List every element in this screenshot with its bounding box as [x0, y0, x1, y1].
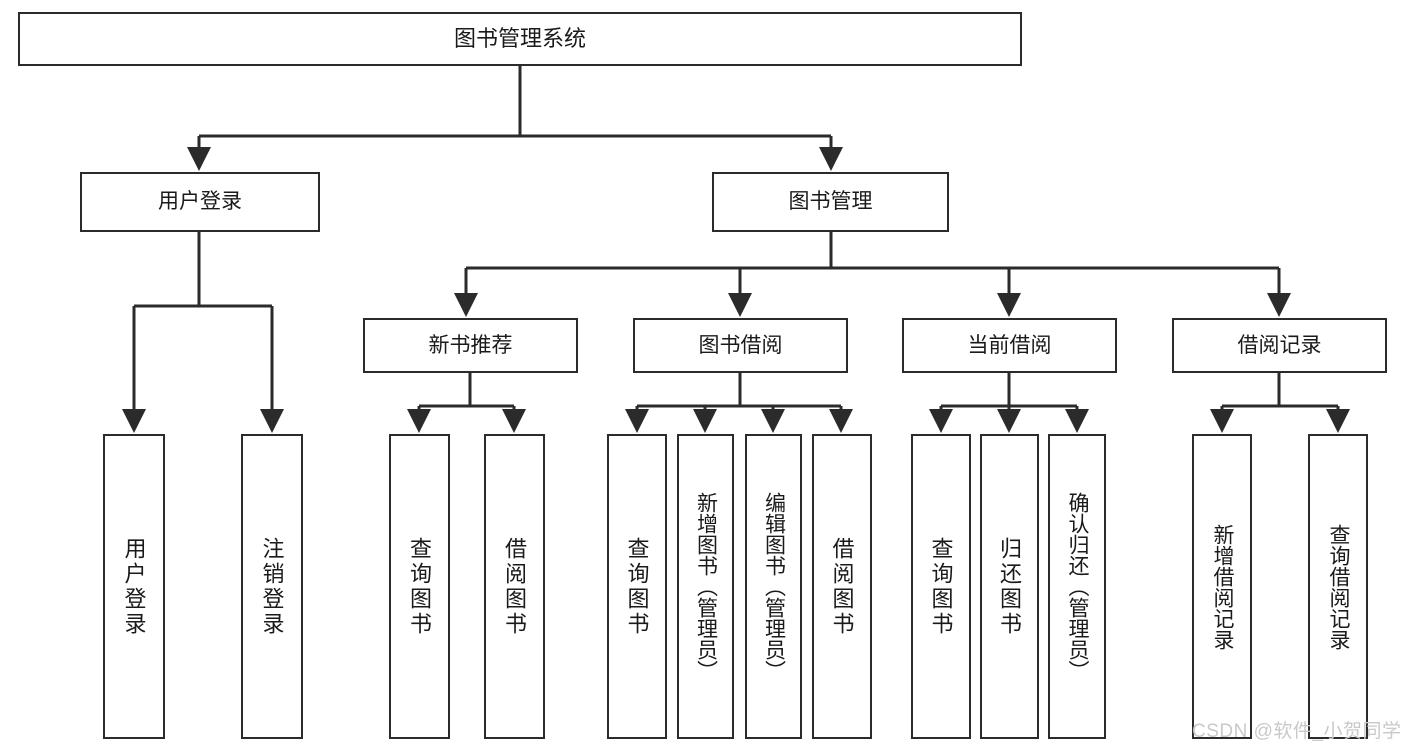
node-leaf-user-login-label: 用户登录 — [121, 536, 147, 637]
node-leaf-query-book-1[interactable]: 查询图书 — [389, 434, 450, 739]
node-current-borrow-label: 当前借阅 — [967, 333, 1052, 357]
node-leaf-borrow-book-2-label: 借阅图书 — [829, 536, 855, 637]
node-book-borrow[interactable]: 图书借阅 — [633, 318, 848, 373]
csdn-watermark: CSDN @软件_小贺同学 — [1192, 721, 1402, 742]
node-leaf-add-book[interactable]: 新增图书（管理员） — [677, 434, 734, 739]
node-user-login-label: 用户登录 — [158, 190, 242, 214]
node-leaf-query-record[interactable]: 查询借阅记录 — [1308, 434, 1368, 739]
node-root-system-label: 图书管理系统 — [453, 26, 586, 52]
node-book-borrow-label: 图书借阅 — [698, 333, 783, 357]
node-leaf-return-book-label: 归还图书 — [997, 536, 1023, 637]
node-borrow-record-label: 借阅记录 — [1237, 333, 1322, 357]
node-leaf-confirm-return-label: 确认归还（管理员） — [1065, 492, 1089, 681]
node-leaf-edit-book-label: 编辑图书（管理员） — [762, 492, 786, 681]
node-leaf-confirm-return[interactable]: 确认归还（管理员） — [1048, 434, 1106, 739]
node-leaf-edit-book[interactable]: 编辑图书（管理员） — [745, 434, 802, 739]
node-user-login[interactable]: 用户登录 — [80, 172, 320, 232]
node-leaf-add-record[interactable]: 新增借阅记录 — [1192, 434, 1252, 739]
node-current-borrow[interactable]: 当前借阅 — [902, 318, 1117, 373]
node-leaf-borrow-book-1[interactable]: 借阅图书 — [484, 434, 545, 739]
node-leaf-query-book-3-label: 查询图书 — [928, 536, 954, 637]
node-new-book-recommend-label: 新书推荐 — [428, 333, 513, 357]
node-leaf-user-login[interactable]: 用户登录 — [103, 434, 165, 739]
node-root-system[interactable]: 图书管理系统 — [18, 12, 1022, 66]
node-leaf-borrow-book-2[interactable]: 借阅图书 — [812, 434, 872, 739]
node-leaf-add-book-label: 新增图书（管理员） — [694, 492, 718, 681]
node-leaf-query-book-1-label: 查询图书 — [407, 536, 433, 637]
node-leaf-logout-login[interactable]: 注销登录 — [241, 434, 303, 739]
node-leaf-return-book[interactable]: 归还图书 — [980, 434, 1039, 739]
node-borrow-record[interactable]: 借阅记录 — [1172, 318, 1387, 373]
node-new-book-recommend[interactable]: 新书推荐 — [363, 318, 578, 373]
node-leaf-logout-login-label: 注销登录 — [259, 536, 285, 637]
node-book-manage-label: 图书管理 — [788, 190, 873, 214]
node-leaf-query-book-2-label: 查询图书 — [624, 536, 650, 637]
node-book-manage[interactable]: 图书管理 — [712, 172, 949, 232]
node-leaf-add-record-label: 新增借阅记录 — [1210, 523, 1234, 650]
node-leaf-query-book-2[interactable]: 查询图书 — [607, 434, 667, 739]
node-leaf-query-book-3[interactable]: 查询图书 — [911, 434, 971, 739]
node-leaf-borrow-book-1-label: 借阅图书 — [502, 536, 528, 637]
node-leaf-query-record-label: 查询借阅记录 — [1326, 523, 1350, 650]
